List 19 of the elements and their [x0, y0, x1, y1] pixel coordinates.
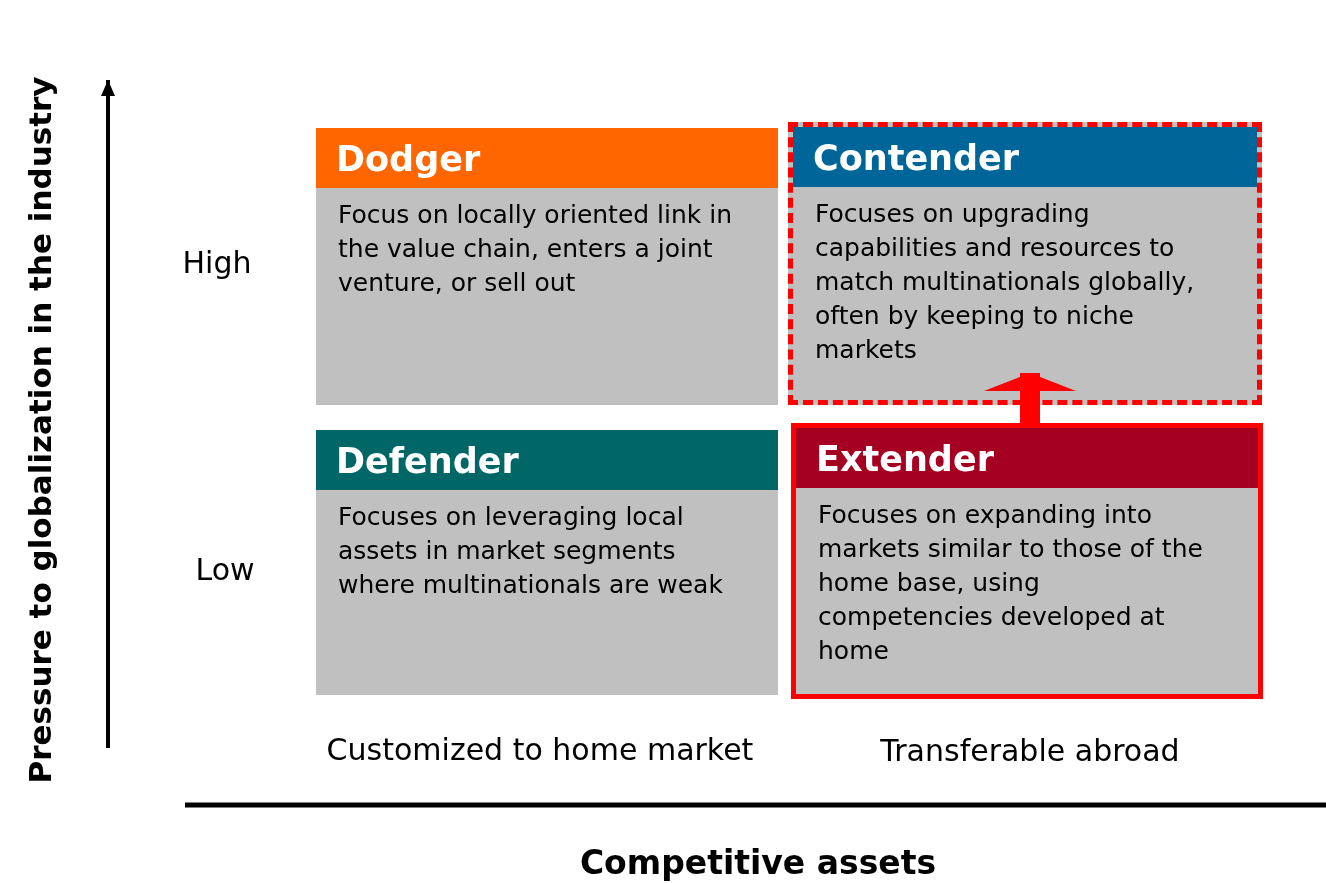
quadrant-card: [316, 430, 778, 695]
column-label: Transferable abroad: [880, 732, 1180, 768]
quadrant-title: Contender: [793, 127, 1257, 187]
axis-title: Competitive assets: [579, 842, 937, 882]
quadrant-card: [316, 128, 778, 405]
quadrant-description: Focuses on leveraging local assets in market segments where multinationals are weak: [337, 501, 724, 601]
block-arrow: [984, 373, 1076, 423]
axis-level-label: Low: [195, 551, 255, 587]
axis-title: Pressure to globalization in the industry: [22, 76, 58, 784]
column-label: Customized to home market: [326, 731, 754, 767]
quadrant-description: Focuses on expanding into markets similar to those of the home base, using competencies developed at home: [817, 499, 1204, 667]
axis-level-label: High: [182, 244, 252, 280]
quadrant-card: [788, 122, 1262, 405]
quadrant-title: Dodger: [316, 128, 778, 188]
quadrant-title: Defender: [316, 430, 778, 490]
quadrant-description: Focuses on upgrading capabilities and resources to match multinationals globally, often by keeping to niche markets: [814, 198, 1196, 366]
quadrant-card: [791, 423, 1263, 699]
quadrant-description: Focus on locally oriented link in the value chain, enters a joint venture, or sell out: [337, 199, 734, 299]
quadrant-title: Extender: [796, 428, 1258, 488]
